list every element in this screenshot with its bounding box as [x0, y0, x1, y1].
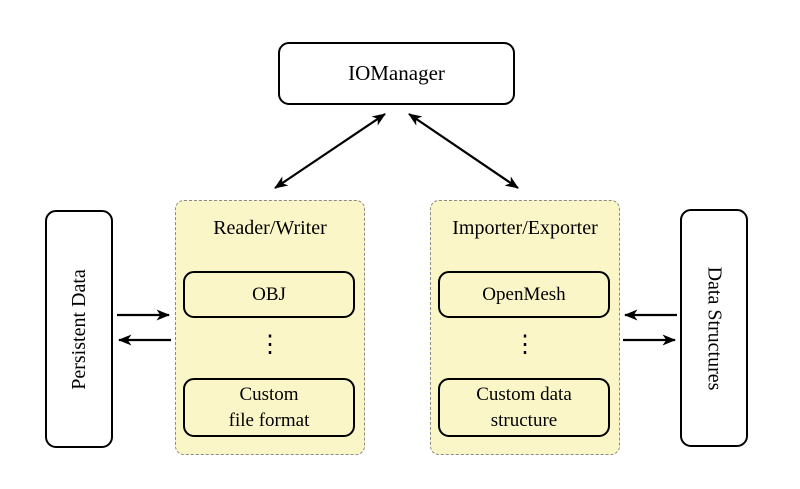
openmesh-node: OpenMesh: [438, 271, 610, 318]
reader-writer-container: Reader/Writer OBJ ⋮ Custom file format: [175, 200, 365, 455]
custom-data-structure-label: Custom data structure: [476, 383, 572, 431]
data-structures-label: Data Structures: [703, 266, 726, 390]
reader-writer-ellipsis: ⋮: [258, 332, 282, 358]
iomanager-label: IOManager: [348, 61, 445, 85]
obj-label: OBJ: [252, 283, 286, 305]
custom-file-format-label: Custom file format: [228, 383, 310, 431]
persistent-data-label: Persistent Data: [67, 268, 90, 390]
openmesh-label: OpenMesh: [482, 283, 566, 305]
arrow-iomanager-importerexporter-icon: [408, 113, 519, 189]
importer-exporter-ellipsis: ⋮: [513, 332, 537, 358]
reader-writer-title: Reader/Writer: [213, 217, 327, 239]
importer-exporter-title: Importer/Exporter: [452, 217, 598, 239]
data-structures-node: Data Structures: [680, 209, 748, 447]
persistent-data-node: Persistent Data: [45, 210, 113, 448]
obj-node: OBJ: [183, 271, 355, 318]
arrow-iomanager-readerwriter-icon: [274, 113, 386, 189]
iomanager-node: IOManager: [278, 42, 515, 105]
custom-file-format-node: Custom file format: [183, 378, 355, 437]
importer-exporter-container: Importer/Exporter OpenMesh ⋮ Custom data…: [430, 200, 620, 455]
custom-data-structure-node: Custom data structure: [438, 378, 610, 437]
